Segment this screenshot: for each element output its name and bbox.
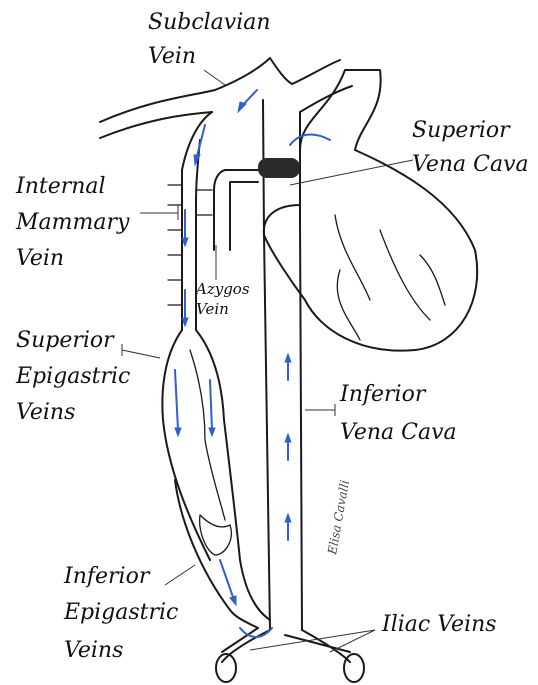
artist-signature: Elisa Cavalli	[325, 479, 352, 557]
label-iliac: Iliac Veins	[382, 614, 497, 636]
leader-ivc	[305, 404, 335, 416]
label-internal-mammary-2: Mammary	[16, 212, 129, 234]
label-subclavian-2: Vein	[148, 46, 196, 68]
label-inferior-epigastric-1: Inferior	[64, 566, 149, 588]
label-azygos-2: Vein	[196, 302, 229, 317]
label-inferior-epigastric-2: Epigastric	[64, 602, 178, 624]
leader-internal-mammary	[140, 205, 178, 220]
iliac-veins	[222, 628, 350, 662]
leader-inferior-epigastric	[165, 565, 195, 585]
label-subclavian-1: Subclavian	[148, 12, 271, 34]
label-svc-1: Superior	[412, 120, 510, 142]
heart-outline	[264, 70, 477, 351]
inferior-epigastric-vein	[175, 480, 270, 628]
left-subclavian-vein	[100, 58, 270, 138]
label-svc-2: Vena Cava	[412, 154, 529, 176]
right-iliac-cut	[344, 654, 364, 682]
leader-iliac	[250, 630, 375, 652]
label-ivc-1: Inferior	[340, 384, 425, 406]
inferior-vena-cava	[264, 220, 302, 630]
label-ivc-2: Vena Cava	[340, 422, 457, 444]
label-superior-epigastric-3: Veins	[16, 402, 75, 424]
heart-vessels	[335, 215, 445, 340]
label-internal-mammary-1: Internal	[16, 176, 106, 198]
label-azygos-1: Azygos	[196, 282, 250, 297]
label-superior-epigastric-2: Epigastric	[16, 366, 130, 388]
leader-svc	[290, 160, 413, 185]
leader-superior-epigastric	[122, 344, 160, 358]
sv-occlusion	[258, 158, 300, 178]
right-subclavian-vein	[270, 58, 352, 112]
azygos-vein	[214, 170, 258, 250]
leader-subclavian	[204, 70, 225, 85]
label-superior-epigastric-1: Superior	[16, 330, 114, 352]
label-inferior-epigastric-3: Veins	[64, 640, 123, 662]
label-internal-mammary-3: Vein	[16, 248, 64, 270]
